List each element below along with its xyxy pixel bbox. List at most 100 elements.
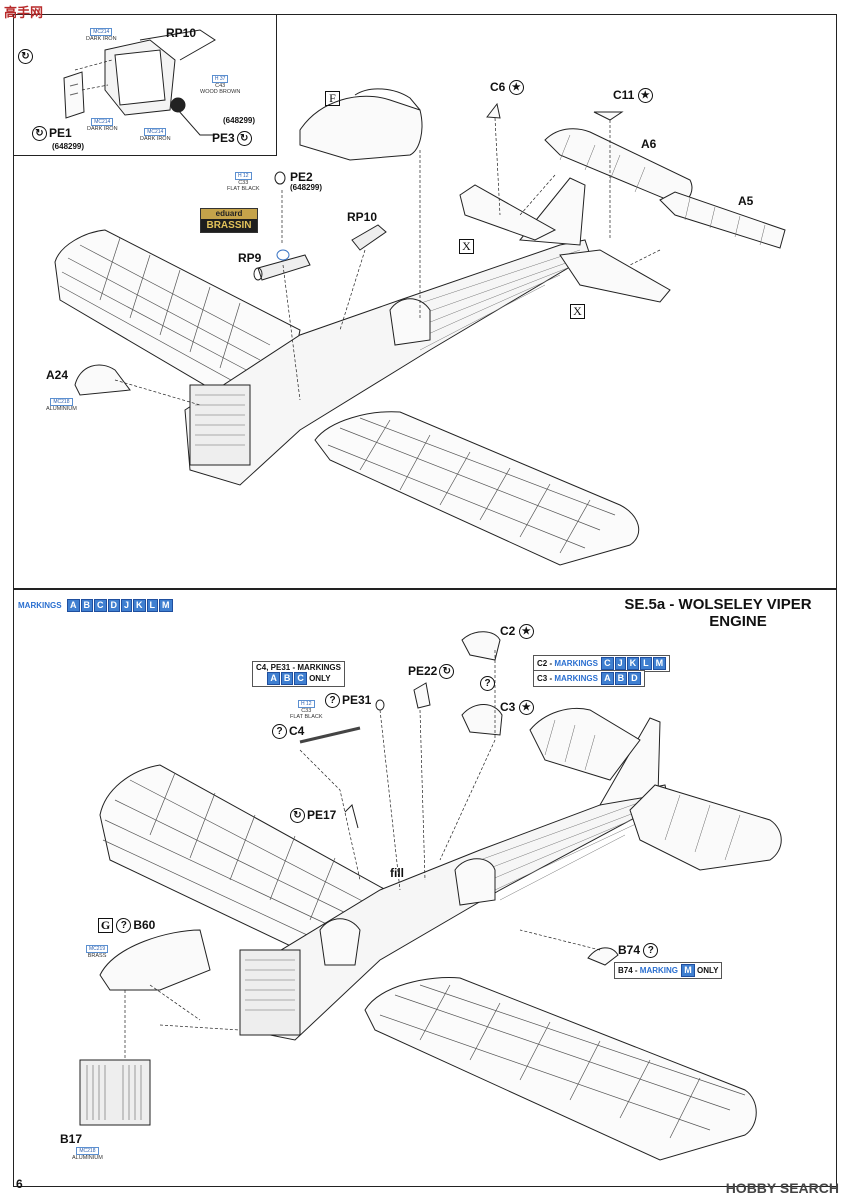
inset-color-code-4: MC214 DARK IRON	[140, 128, 171, 142]
part-c2	[461, 631, 501, 661]
part-f	[299, 95, 423, 161]
bend-icon: ↻	[236, 131, 252, 147]
b74-label: B74 ?	[618, 943, 660, 959]
part-c3	[461, 704, 503, 736]
watermark-hobby-search: HOBBY SEARCH	[725, 1180, 839, 1196]
color-name: DARK IRON	[87, 126, 118, 132]
c6-label: C6 ★	[490, 80, 526, 96]
color-chip: MC214	[91, 118, 114, 126]
question-icon: ?	[272, 724, 287, 740]
a24-label: A24	[46, 368, 69, 382]
color-chip: H 12	[234, 172, 252, 180]
top-tailplane-right	[559, 249, 671, 303]
part-b60	[99, 929, 211, 991]
watermark-logo: 高手网	[4, 5, 44, 20]
part-c6	[486, 102, 501, 119]
pe2-code: (648299)	[290, 183, 323, 192]
inset-pe1-code: (648299)	[52, 142, 85, 151]
b17-label: B17	[60, 1132, 83, 1146]
c4-label: ?C4	[272, 724, 304, 740]
pe17-label: ↻PE17	[290, 808, 336, 824]
pe31-label: ?PE31	[325, 693, 371, 709]
bottom-left-wing-ribs	[102, 772, 371, 949]
bottom-tailplane-left	[529, 707, 641, 781]
inset-rp10-label: RP10	[166, 26, 197, 40]
part-c4	[299, 726, 361, 744]
pe22-label: PE22↻	[408, 664, 456, 680]
color-name: ALUMINIUM	[72, 1155, 103, 1161]
question-icon: ?	[325, 693, 340, 709]
color-chip: MC218	[76, 1147, 99, 1155]
inset-pe3-code: (648299)	[223, 116, 256, 125]
part-rp10-top	[351, 224, 387, 251]
color-chip: H 37	[211, 75, 229, 83]
color-chip: H 12	[297, 700, 315, 708]
a5-label: A5	[738, 194, 754, 208]
b17-color-code: MC218 ALUMINIUM	[72, 1147, 103, 1161]
color-code: C43	[215, 83, 226, 89]
bend-icon: ↻	[290, 808, 305, 824]
color-chip: MC218	[50, 398, 73, 406]
bottom-right-wing	[364, 977, 757, 1161]
star-icon: ★	[518, 624, 534, 640]
a6-label: A6	[641, 137, 657, 151]
marking-j: J	[121, 599, 133, 612]
color-name: ALUMINIUM	[46, 406, 77, 412]
inset-color-code-3: MC214 DARK IRON	[87, 118, 118, 132]
top-left-wing-ribs	[59, 237, 271, 386]
top-right-wing-ribs	[327, 417, 616, 554]
inset-pe1-label: ↻PE1	[32, 126, 72, 142]
color-code: C33	[238, 180, 249, 186]
g-b60-label: G ?B60	[98, 918, 155, 934]
c3-label: C3 ★	[500, 700, 536, 716]
color-name: BRASS	[87, 953, 107, 959]
marking-k: K	[133, 599, 146, 612]
c2-label: C2 ★	[500, 624, 536, 640]
marking-a: A	[67, 599, 80, 612]
color-code: C33	[301, 708, 312, 714]
color-chip: MC219	[86, 945, 109, 953]
bottom-engine-block	[239, 949, 301, 1036]
color-chip: MC214	[144, 128, 167, 136]
bend-icon: ↻	[439, 664, 455, 680]
bottom-tailplane-right	[629, 784, 782, 871]
marking-l: L	[146, 599, 159, 612]
inset-frame	[13, 14, 277, 156]
star-icon: ★	[518, 700, 534, 716]
c11-label: C11 ★	[613, 88, 655, 104]
pe2-color-code: H 12 C33 FLAT BLACK	[227, 172, 260, 192]
brassin-logo: eduard BRASSIN	[200, 208, 258, 233]
part-rp9	[257, 254, 311, 281]
pe31-color-code: H 12 C33 FLAT BLACK	[290, 700, 323, 720]
marking-m: M	[159, 599, 173, 612]
top-panel-frame	[13, 14, 837, 589]
color-name: DARK IRON	[140, 136, 171, 142]
fill-label: fill	[390, 866, 404, 880]
section-title: SE.5a - WOLSELEY VIPER ENGINE	[600, 596, 836, 630]
rp10-label: RP10	[347, 210, 378, 224]
question-icon: ?	[116, 918, 132, 934]
marking-d: D	[107, 599, 121, 612]
part-a24	[74, 364, 131, 396]
color-name: FLAT BLACK	[290, 714, 323, 720]
part-b74	[587, 947, 619, 966]
section-title-line2: ENGINE	[709, 613, 767, 630]
top-tailplane-left	[459, 184, 557, 241]
bottom-panel-frame	[13, 589, 837, 1187]
section-title-line1: SE.5a - WOLSELEY VIPER	[624, 596, 812, 613]
color-chip: MC214	[90, 28, 113, 36]
x-box-label-2: X	[570, 303, 585, 321]
a24-color-code: MC218 ALUMINIUM	[46, 398, 77, 412]
bottom-right-wing-ribs	[379, 984, 746, 1139]
inset-pe1	[63, 71, 85, 119]
star-icon: ★	[637, 88, 653, 104]
g-box: G	[98, 918, 113, 934]
question-icon: ?	[643, 943, 659, 959]
inset-pe3-label: PE3↻	[212, 131, 254, 147]
part-pe17	[344, 804, 359, 829]
f-box-label: F	[325, 90, 340, 108]
